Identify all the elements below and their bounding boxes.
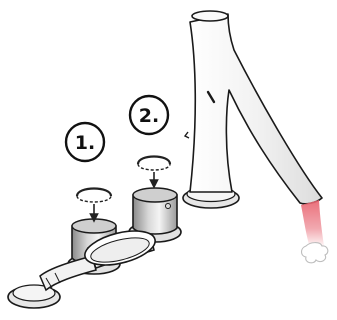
water-stream <box>301 200 324 248</box>
spout <box>183 11 328 263</box>
step-2-badge: 2. <box>130 96 168 134</box>
rotate-arrow-icon <box>138 157 170 185</box>
handle-2: 2. <box>129 96 181 242</box>
step-1-label: 1. <box>75 132 95 154</box>
step-1-badge: 1. <box>66 123 104 161</box>
water-splash <box>302 243 328 263</box>
rotate-arrow-icon <box>77 189 111 219</box>
step-2-label: 2. <box>139 105 159 127</box>
